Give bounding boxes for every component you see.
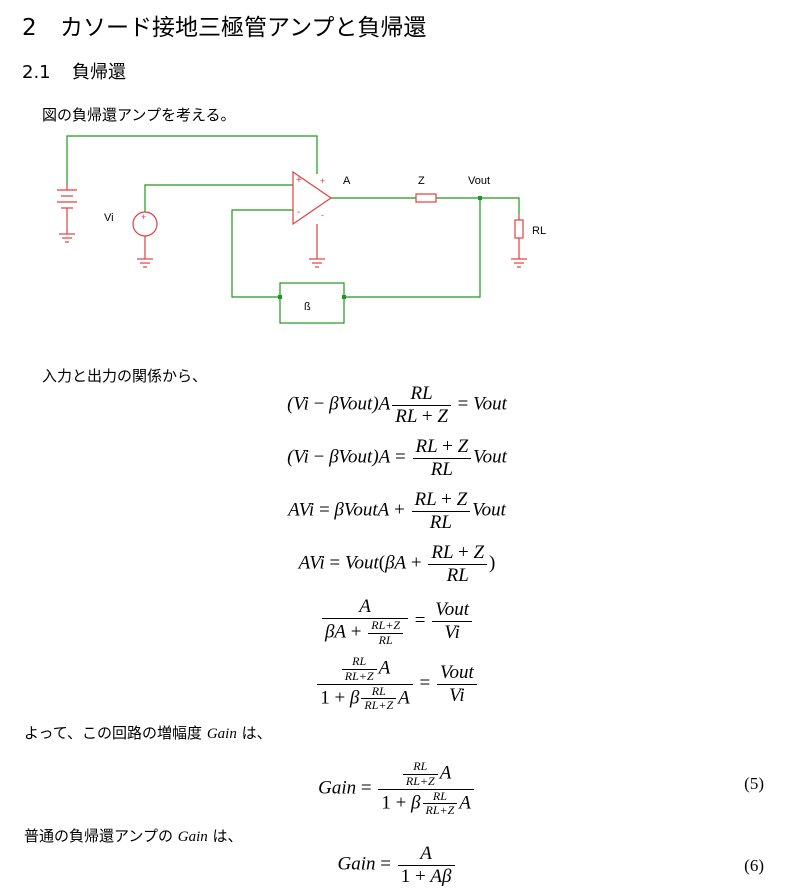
equation-number-6: (6) [744,856,764,875]
normal-text-suffix: は、 [212,827,243,845]
amp-plus-supply: + [320,176,325,186]
amplifier-triangle [292,170,333,226]
normal-text-prefix: 普通の負帰還アンプの [24,827,173,845]
relation-paragraph: 入力と出力の関係から、 [42,367,208,385]
feedback-amplifier-circuit: + + - + - A Z Vout Vi RL ß [57,135,546,324]
normal-paragraph: 普通の負帰還アンプの Gain は、 [24,825,243,846]
source-plus: + [141,212,146,222]
z-label: Z [418,175,425,187]
gain-paragraph: よって、この回路の増幅度 Gain は、 [24,722,272,743]
gain-text-suffix: は、 [241,724,272,742]
output-wire-2 [436,197,520,214]
subsection-number: 2.1 [22,62,51,83]
beta-block [279,282,345,324]
vout-label: Vout [468,175,490,187]
subsection-title: 負帰還 [72,62,126,83]
section-heading: 2 カソード接地三極管アンプと負帰還 [22,8,426,42]
equation-number-5: (5) [744,774,764,793]
supply-wire [66,135,318,184]
beta-label: ß [304,301,311,313]
gain-word: Gain [206,726,237,742]
section-number: 2 [22,15,37,41]
amp-minus-supply: - [321,210,324,220]
amp-label: A [343,175,351,187]
intro-paragraph: 図の負帰還アンプを考える。 [42,106,236,124]
feedback-wire-out [344,198,481,298]
z-resistor [415,193,437,203]
amp-plus-in: + [296,175,302,186]
input-wire [144,184,293,212]
section-title: カソード接地三極管アンプと負帰還 [60,15,427,41]
gain-text-prefix: よって、この回路の増幅度 [24,724,203,742]
subsection-heading: 2.1 負帰還 [22,58,126,84]
rl-resistor [514,219,524,239]
amp-minus-in: - [297,207,300,218]
gain-word-2: Gain [177,829,208,845]
feedback-wire-in [231,209,293,298]
rl-label: RL [532,225,546,237]
vi-label: Vi [104,212,114,224]
